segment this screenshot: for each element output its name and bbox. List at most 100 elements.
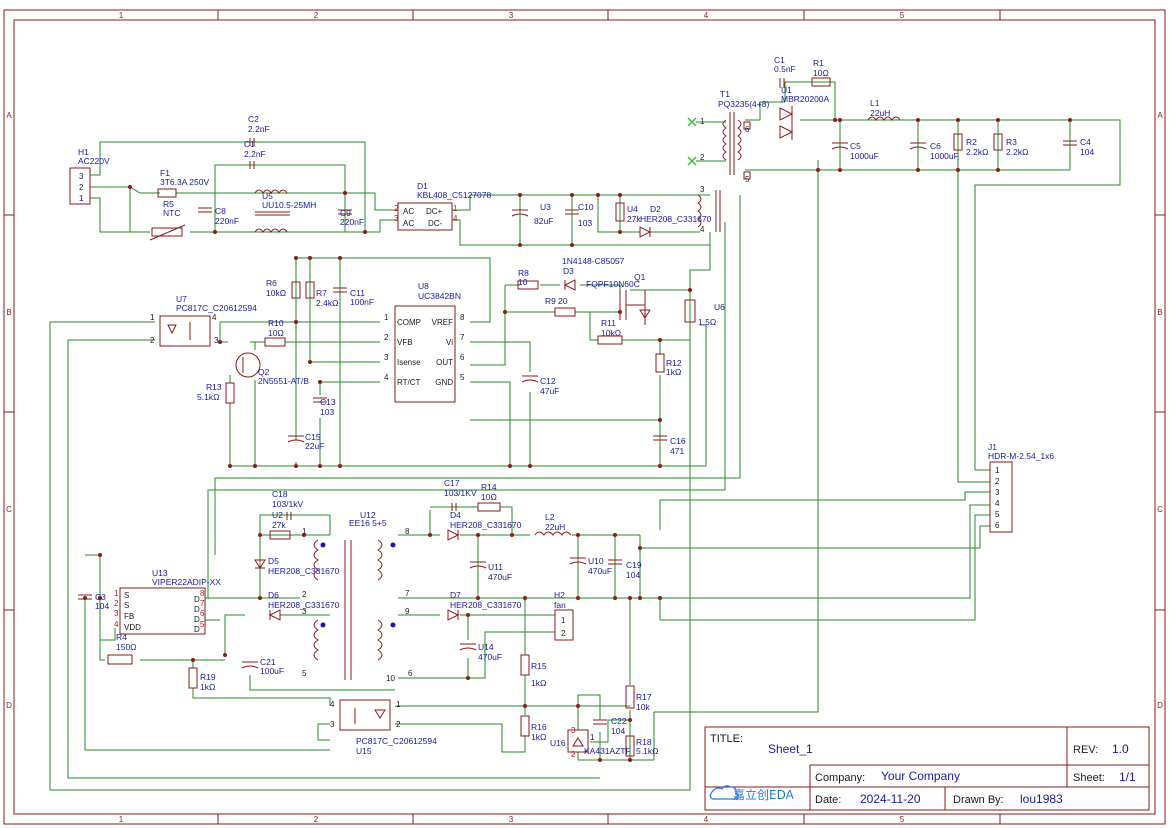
component-labels: H1 AC220V 3 2 1 F1 3T6.3A 250V R5 NTC C8… — [78, 55, 1094, 759]
t1-pin3: 3 — [700, 185, 705, 194]
u13-pin-d7: D — [194, 605, 200, 614]
d5-value: HER208_C331670 — [268, 566, 340, 576]
u13-pin-d6: D — [194, 615, 200, 624]
c1-ref: C1 — [774, 55, 785, 65]
q1-ref: Q1 — [634, 272, 646, 282]
u13-pin-d5: D — [194, 625, 200, 634]
u13-pin-vdd: VDD — [124, 623, 141, 632]
h1-pin1: 1 — [79, 194, 84, 203]
u11-value: 470uF — [488, 572, 512, 582]
u16-pin1: 1 — [590, 733, 595, 742]
u5-choke-top-winding — [254, 189, 288, 194]
r11-ref: R11 — [601, 318, 616, 328]
l2-inductor-body — [534, 531, 572, 536]
r16-value: 1kΩ — [531, 732, 546, 742]
u13-num3: 3 — [114, 609, 119, 618]
row-label-B-right: B — [1157, 308, 1162, 317]
c4-ref: C4 — [1080, 137, 1091, 147]
u8-num3: 3 — [384, 353, 389, 362]
j1-header-body — [989, 461, 1013, 533]
u8-num1: 1 — [384, 313, 389, 322]
c22-value: 104 — [611, 726, 625, 736]
u1-diode-a — [779, 107, 794, 121]
c8-ref: C8 — [215, 206, 226, 216]
r15-ref: R15 — [531, 661, 547, 671]
u8-num2: 2 — [384, 333, 389, 342]
d1-pin-dcp: DC+ — [426, 207, 443, 216]
d3-ref: D3 — [563, 266, 574, 276]
r4-ref: R4 — [116, 632, 127, 642]
u13-num4: 4 — [114, 620, 119, 629]
row-label-D: D — [6, 701, 12, 710]
r13-value: 5.1kΩ — [197, 392, 219, 402]
col-label-2: 2 — [314, 11, 319, 20]
c13-value: 103 — [320, 407, 334, 417]
u6-ref: U6 — [714, 302, 725, 312]
r19-ref: R19 — [200, 672, 216, 682]
c6-value: 1000uF — [930, 151, 959, 161]
j1-pin4: 4 — [995, 499, 1000, 508]
u5-choke-bottom-winding — [254, 228, 288, 233]
u15-ref: U15 — [356, 746, 372, 756]
r18-value: 5.1kΩ — [636, 746, 658, 756]
c13-ref: C13 — [320, 397, 336, 407]
u5-value: UU10.5-25MH — [262, 200, 316, 210]
u7-value: PC817C_C20612594 — [176, 303, 257, 313]
u13-pin-s2: S — [124, 601, 129, 610]
u8-pin-gnd: GND — [435, 378, 453, 387]
t1-aux-winding — [697, 194, 702, 228]
c12-value: 47uF — [540, 386, 559, 396]
u1-ref: U1 — [781, 85, 792, 95]
q2-transistor-body — [235, 352, 261, 378]
c3-ref: C3 — [95, 592, 106, 602]
u15-pin3: 3 — [330, 720, 335, 729]
d2-ref: D2 — [650, 204, 661, 214]
t1-pin4: 4 — [700, 225, 705, 234]
u7-ref: U7 — [176, 294, 187, 304]
u14-ref: U14 — [478, 642, 494, 652]
u4-value: 27k — [627, 214, 641, 224]
t1-value: PQ3235(4+8) — [718, 99, 769, 109]
h2-value: fan — [554, 600, 566, 610]
c9-value: 220nF — [340, 217, 364, 227]
c17-value: 103/1KV — [444, 488, 477, 498]
r9-value: 20 — [558, 296, 568, 306]
u12-pin10: 10 — [386, 674, 395, 683]
c22-ref: C22 — [611, 716, 627, 726]
title-label: TITLE: — [710, 733, 743, 745]
c19-ref: C19 — [626, 560, 642, 570]
j1-ref: J1 — [988, 442, 997, 452]
r11-value: 10kΩ — [601, 328, 621, 338]
d2-value: HER208_C331670 — [640, 214, 712, 224]
row-label-C: C — [6, 505, 12, 514]
r2-value: 2.2kΩ — [966, 147, 988, 157]
j1-pin5: 5 — [995, 510, 1000, 519]
date-value: 2024-11-20 — [860, 792, 921, 806]
c15-ref: C15 — [305, 432, 321, 442]
c4-value: 104 — [1080, 147, 1094, 157]
logo-text: 嘉立创EDA — [733, 787, 795, 802]
l1-value: 22uH — [870, 108, 890, 118]
d1-num3: 3 — [394, 214, 399, 223]
r7-value: 2.4kΩ — [316, 298, 338, 308]
r12-value: 1kΩ — [666, 367, 681, 377]
u15-value: PC817C_C20612594 — [356, 736, 437, 746]
u15-pin1: 1 — [396, 700, 401, 709]
u13-pin-s1: S — [124, 591, 129, 600]
f1-ref: F1 — [160, 168, 170, 178]
junctions — [83, 118, 1072, 762]
h2-fan-connector-body — [554, 609, 574, 641]
u13-pin-fb: FB — [124, 612, 134, 621]
u12-pin5: 5 — [302, 669, 307, 678]
col-label-3-bottom: 3 — [509, 815, 514, 824]
u7-pin1: 1 — [150, 313, 155, 322]
u15-pin4: 4 — [330, 700, 335, 709]
u16-pin2: 2 — [571, 750, 576, 759]
u12-pin7: 7 — [405, 589, 410, 598]
no-connect-marks — [687, 117, 726, 166]
t1-secondary-winding — [737, 119, 742, 161]
company-label: Company: — [815, 772, 865, 784]
row-label-C-right: C — [1157, 505, 1163, 514]
col-label-4: 4 — [704, 11, 709, 20]
